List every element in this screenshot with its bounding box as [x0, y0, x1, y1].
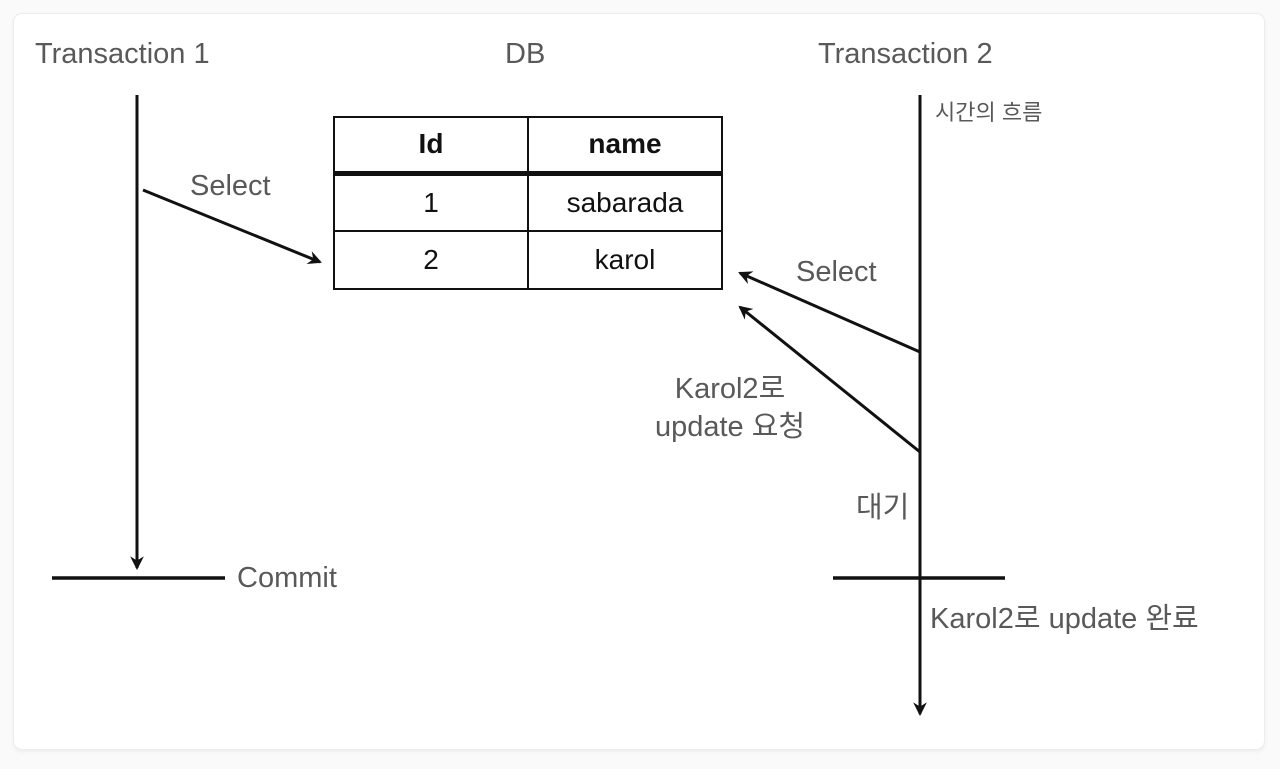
transaction1-title: Transaction 1	[35, 38, 210, 70]
time-flow-label: 시간의 흐름	[935, 100, 1043, 125]
db-table-header-name: name	[527, 116, 723, 176]
t2-update-request-line2: update 요청	[654, 411, 806, 443]
table-row: 2 karol	[333, 230, 723, 290]
db-table: Id name 1 sabarada 2 karol	[333, 116, 723, 290]
cell-row1-name: sabarada	[527, 172, 723, 232]
db-table-header-row: Id name	[333, 116, 723, 176]
transaction2-title: Transaction 2	[818, 38, 993, 70]
db-title: DB	[505, 38, 546, 70]
db-table-header-id: Id	[333, 116, 529, 176]
cell-row2-name: karol	[527, 230, 723, 290]
t2-wait-label: 대기	[856, 492, 910, 524]
cell-row2-id: 2	[333, 230, 529, 290]
t2-update-request-label: Karol2로 update 요청	[620, 370, 840, 446]
t2-update-done-label: Karol2로 update 완료	[930, 603, 1199, 635]
t2-update-request-line1: Karol2로	[674, 373, 786, 405]
cell-row1-id: 1	[333, 172, 529, 232]
t1-commit-label: Commit	[237, 562, 337, 594]
t1-select-label: Select	[190, 170, 271, 202]
t2-select-label: Select	[796, 256, 877, 288]
table-row: 1 sabarada	[333, 172, 723, 232]
